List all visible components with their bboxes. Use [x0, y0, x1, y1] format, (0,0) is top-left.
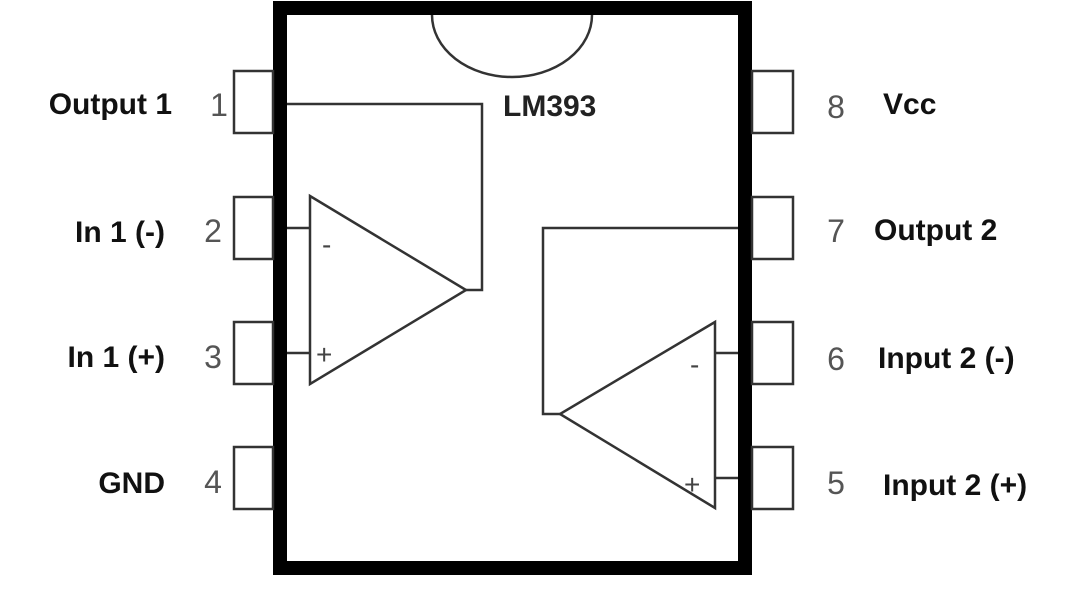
pin-7-number: 7 [827, 213, 845, 249]
pin-1-number: 1 [210, 87, 228, 123]
pin-3-number: 3 [204, 339, 222, 375]
pin-5-number: 5 [827, 465, 845, 501]
pin-1-name: Output 1 [49, 88, 172, 121]
comparator-2-minus-sign: - [690, 349, 699, 380]
pin-8-number: 8 [827, 89, 845, 125]
pin-4-name: GND [98, 467, 165, 500]
pin-7-name: Output 2 [874, 214, 997, 247]
pin-2-number: 2 [204, 213, 222, 249]
comparator-2-output-wire [541, 226, 738, 416]
pin-6-number: 6 [827, 341, 845, 377]
pin-6-name: Input 2 (-) [878, 342, 1015, 375]
comparator-1-plus-sign: + [316, 339, 332, 370]
pin-3-name: In 1 (+) [67, 341, 165, 374]
comparator-1-output-wire [287, 102, 484, 292]
pin-4-number: 4 [204, 464, 222, 500]
pin-6-lead [750, 320, 795, 386]
pin-5-name: Input 2 (+) [883, 469, 1027, 502]
pin-1-lead [232, 69, 275, 135]
pin-7-lead [750, 195, 795, 261]
pin-8-lead [750, 69, 795, 135]
pin-4-lead [232, 445, 275, 511]
pin-8-name: Vcc [883, 88, 936, 121]
chip-label: LM393 [503, 90, 596, 123]
comparator-1-minus-sign: - [322, 229, 331, 260]
pin-2-name: In 1 (-) [75, 216, 165, 249]
pin-5-lead [750, 445, 795, 511]
comparator-1-triangle [308, 193, 469, 387]
comparator-2-plus-sign: + [684, 469, 700, 500]
comparator-2-triangle [557, 319, 717, 511]
pin-2-lead [232, 195, 275, 261]
orientation-notch [430, 14, 594, 79]
pin-3-lead [232, 320, 275, 386]
